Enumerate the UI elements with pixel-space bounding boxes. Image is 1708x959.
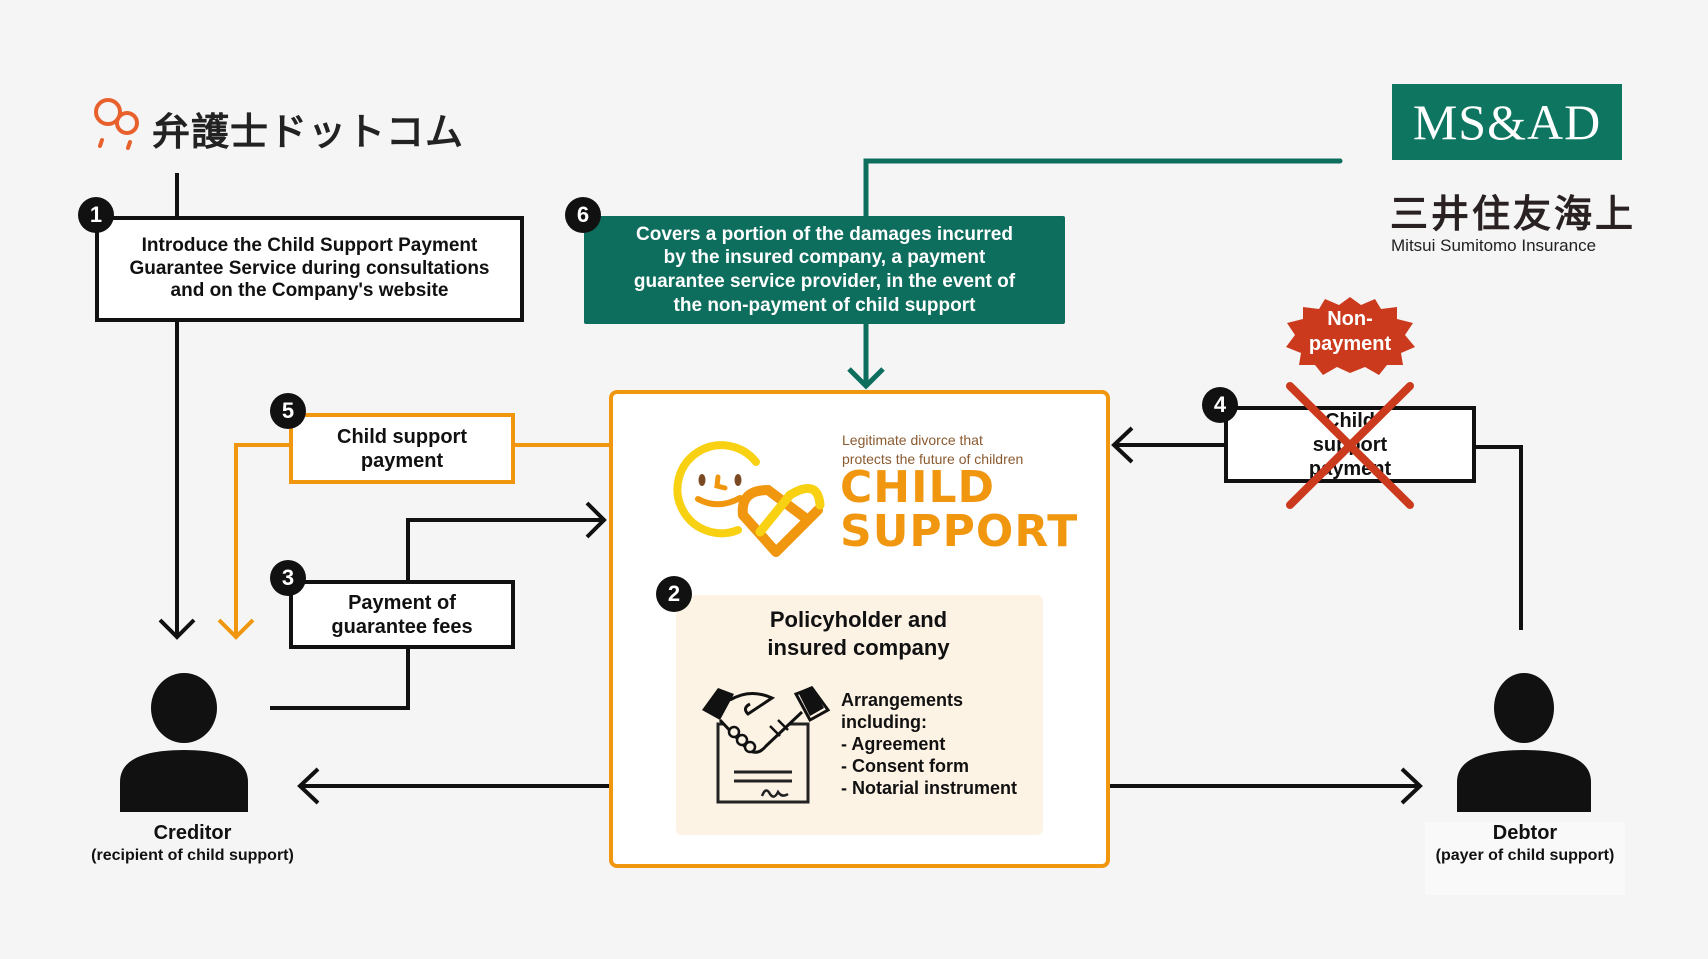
arrangement-item: - Consent form (841, 756, 969, 776)
debtor-label: Debtor (payer of child support) (1425, 822, 1625, 895)
creditor-subtitle: (recipient of child support) (91, 847, 294, 864)
creditor-person-icon (120, 673, 248, 812)
child-support-tagline-2: protects the future of children (842, 451, 1024, 467)
arrangements-list: Arrangements including: - Agreement - Co… (841, 689, 1017, 799)
step2-number-badge: 2 (656, 576, 692, 612)
arrow-head-step4 (1111, 426, 1134, 464)
step4-number-badge: 4 (1202, 387, 1238, 423)
policyholder-title: Policyholder and insured company (767, 607, 950, 660)
step1-box: Introduce the Child Support Payment Guar… (95, 216, 524, 322)
arrangement-item: - Agreement (841, 734, 946, 754)
step3-number-badge: 3 (270, 560, 306, 596)
arrow-head-step5 (217, 618, 255, 640)
bengo-logo-text: 弁護士ドットコム (152, 112, 465, 154)
step4-connector (1476, 445, 1523, 630)
msad-logo: MS&AD (1392, 84, 1622, 160)
step3-text: Payment of guarantee fees (331, 591, 473, 638)
arrow-head-debtor (1400, 767, 1423, 805)
bengo-logo-icon (94, 98, 139, 150)
step3-number: 3 (281, 565, 295, 590)
step3-connector-down (270, 648, 410, 710)
msad-japanese-name: 三井住友海上 (1390, 194, 1637, 236)
arrangement-item: - Notarial instrument (841, 778, 1018, 798)
child-support-title-2: SUPPORT (840, 506, 1079, 557)
step1-number: 1 (89, 202, 103, 227)
arrow-head-step3 (585, 501, 607, 539)
step5-number: 5 (281, 398, 295, 423)
step6-number-badge: 6 (565, 197, 601, 233)
step1-number-badge: 1 (78, 197, 114, 233)
creditor-title: Creditor (153, 822, 232, 844)
step6-text: Covers a portion of the damages incurred… (633, 223, 1016, 316)
creditor-label: Creditor (recipient of child support) (60, 822, 325, 865)
step6-number: 6 (576, 202, 590, 227)
step5-number-badge: 5 (270, 393, 306, 429)
debtor-person-icon (1457, 673, 1591, 812)
step4-number: 4 (1213, 392, 1227, 417)
step6-connector (863, 158, 1343, 219)
burst-icon (1286, 297, 1415, 375)
handshake-agreement-icon (702, 686, 830, 804)
non-payment-badge: Non-payment (1283, 295, 1417, 375)
non-payment-text: Non-payment (1308, 308, 1392, 355)
child-support-title-1: CHILD (840, 462, 996, 513)
msad-english-name: Mitsui Sumitomo Insurance (1391, 236, 1597, 255)
step3-connector-up (406, 518, 604, 580)
cross-out-icon (1286, 382, 1414, 509)
bengo-logo: 弁護士ドットコム (90, 95, 463, 155)
step4-box: Child support payment (1224, 406, 1476, 483)
debtor-subtitle: (payer of child support) (1435, 847, 1615, 864)
debtor-title: Debtor (1492, 822, 1558, 844)
step1-text: Introduce the Child Support Payment Guar… (129, 234, 490, 302)
step2-number: 2 (667, 581, 681, 606)
arrow-head-creditor (297, 767, 320, 805)
step5-text: Child support payment (337, 425, 467, 472)
arrow-head-creditor-step1 (158, 618, 196, 640)
step6-box: Covers a portion of the damages incurred… (584, 216, 1065, 324)
arrangements-title: Arrangements including: (841, 690, 964, 732)
child-support-logo-icon (673, 441, 825, 557)
step5-connector-down (234, 443, 289, 636)
step3-box: Payment of guarantee fees (289, 580, 515, 649)
policyholder-box (676, 595, 1043, 835)
msad-mark: MS&AD (1412, 94, 1602, 150)
step5-box: Child support payment (289, 413, 515, 484)
arrow-head-step6 (847, 367, 885, 390)
child-support-tagline-1: Legitimate divorce that (842, 432, 983, 448)
